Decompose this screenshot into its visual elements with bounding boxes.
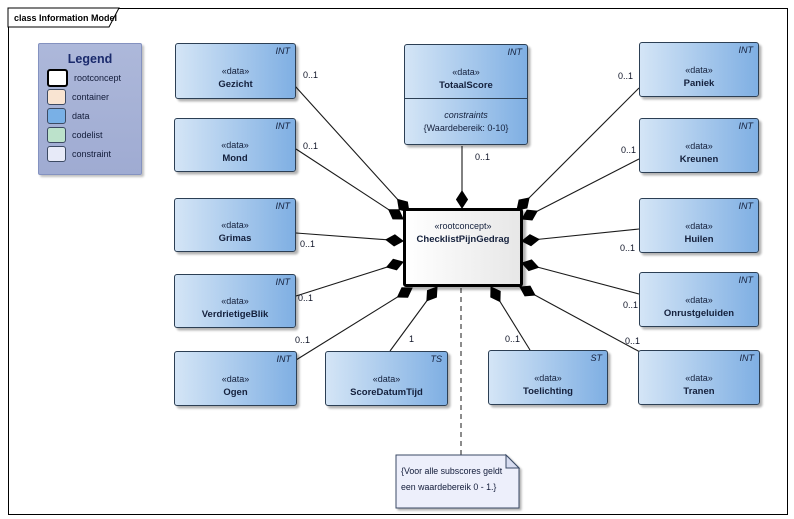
class-name: Toelichting [523, 385, 573, 397]
class-name: VerdrietigeBlik [201, 309, 269, 320]
legend-item-constraint: constraint [47, 145, 141, 162]
stereotype-label: «data» [685, 372, 713, 383]
legend-swatch-rootconcept-icon [47, 68, 68, 87]
node-main-compartment: «data» TotaalScore [405, 45, 527, 98]
node-kreunen[interactable]: INT «data» Kreunen [639, 118, 759, 173]
legend-label: codelist [72, 129, 103, 140]
node-grimas[interactable]: INT «data» Grimas [174, 198, 296, 252]
node-verdrietigeblik[interactable]: INT «data» VerdrietigeBlik [174, 274, 296, 328]
type-tag: INT [507, 47, 523, 57]
legend-label: constraint [72, 148, 112, 159]
type-tag: INT [275, 46, 291, 56]
legend-swatch-data-icon [47, 107, 66, 124]
node-toelichting[interactable]: ST «data» Toelichting [488, 350, 608, 405]
frame-title: class Information Model [14, 13, 117, 23]
node-tranen[interactable]: INT «data» Tranen [638, 350, 760, 405]
class-name: Ogen [223, 386, 248, 398]
type-tag: INT [275, 277, 291, 287]
stereotype-label: «data» [372, 373, 401, 384]
type-tag: INT [738, 275, 754, 285]
node-totaalscore[interactable]: «data» TotaalScore INT constraints {Waardebe… [404, 44, 528, 145]
class-name: Kreunen [679, 153, 719, 165]
class-name: Tranen [683, 385, 715, 397]
stereotype-label: «data» [534, 372, 562, 383]
note-paper-shape [395, 454, 520, 509]
node-scoredatumtijd[interactable]: TS «data» ScoreDatumTijd [325, 351, 448, 406]
legend-label: data [72, 110, 90, 121]
constraints-compartment: constraints {Waardebereik: 0-10} [405, 98, 527, 144]
class-name: Grimas [218, 233, 252, 244]
stereotype-label: «data» [685, 64, 713, 75]
legend-swatch-codelist-icon [47, 126, 66, 143]
node-paniek[interactable]: INT «data» Paniek [639, 42, 759, 97]
type-tag: INT [275, 201, 291, 211]
type-tag: INT [738, 201, 754, 211]
class-name: Huilen [684, 233, 714, 245]
class-name: Gezicht [218, 79, 253, 90]
diagram-frame [8, 8, 788, 515]
constraint-note[interactable]: {Voor alle subscores geldt een waardeber… [395, 453, 523, 512]
type-tag: TS [430, 354, 442, 364]
type-tag: ST [590, 353, 602, 363]
type-tag: INT [276, 354, 292, 364]
stereotype-label: «data» [685, 294, 713, 305]
stereotype-label: «data» [221, 220, 249, 230]
stereotype-label: «data» [685, 140, 713, 151]
note-text-line1: {Voor alle subscores geldt [401, 466, 503, 476]
constraint-value: {Waardebereik: 0-10} [423, 122, 509, 133]
node-huilen[interactable]: INT «data» Huilen [639, 198, 759, 253]
class-name: ChecklistPijnGedrag [416, 234, 510, 245]
node-mond[interactable]: INT «data» Mond [174, 118, 296, 172]
stereotype-label: «data» [452, 66, 480, 77]
constraints-title: constraints [444, 109, 488, 120]
stereotype-label: «data» [221, 373, 250, 384]
node-onrustgeluiden[interactable]: INT «data» Onrustgeluiden [639, 272, 759, 327]
frame-tab: class Information Model [7, 7, 120, 28]
legend-label: container [72, 91, 110, 102]
class-name: Mond [222, 153, 248, 164]
type-tag: INT [738, 121, 754, 131]
legend-swatch-constraint-icon [47, 145, 66, 162]
stereotype-label: «rootconcept» [434, 221, 492, 231]
legend-title: Legend [67, 52, 113, 66]
note-text-line2: een waardebereik 0 - 1.} [401, 482, 496, 492]
class-name: Paniek [683, 77, 715, 89]
legend-swatch-container-icon [47, 88, 66, 105]
type-tag: INT [275, 121, 291, 131]
legend-item-data: data [47, 107, 141, 124]
frame-tab-shape [7, 7, 120, 28]
type-tag: INT [739, 353, 755, 363]
legend-item-container: container [47, 88, 141, 105]
node-checklist[interactable]: «rootconcept» ChecklistPijnGedrag [403, 208, 523, 287]
legend-item-codelist: codelist [47, 126, 141, 143]
stereotype-label: «data» [221, 140, 249, 150]
node-ogen[interactable]: INT «data» Ogen [174, 351, 297, 406]
stereotype-label: «data» [221, 296, 249, 306]
legend-item-rootconcept: rootconcept [47, 68, 141, 87]
note-folded-corner-icon [505, 453, 521, 469]
node-gezicht[interactable]: INT «data» Gezicht [175, 43, 296, 99]
stereotype-label: «data» [221, 66, 250, 76]
stereotype-label: «data» [685, 220, 713, 231]
legend-label: rootconcept [74, 72, 122, 83]
class-name: ScoreDatumTijd [350, 386, 423, 398]
class-name: TotaalScore [439, 79, 493, 91]
type-tag: INT [738, 45, 754, 55]
legend-panel[interactable]: Legend rootconcept container data codelist c… [38, 43, 142, 175]
class-name: Onrustgeluiden [663, 307, 735, 319]
